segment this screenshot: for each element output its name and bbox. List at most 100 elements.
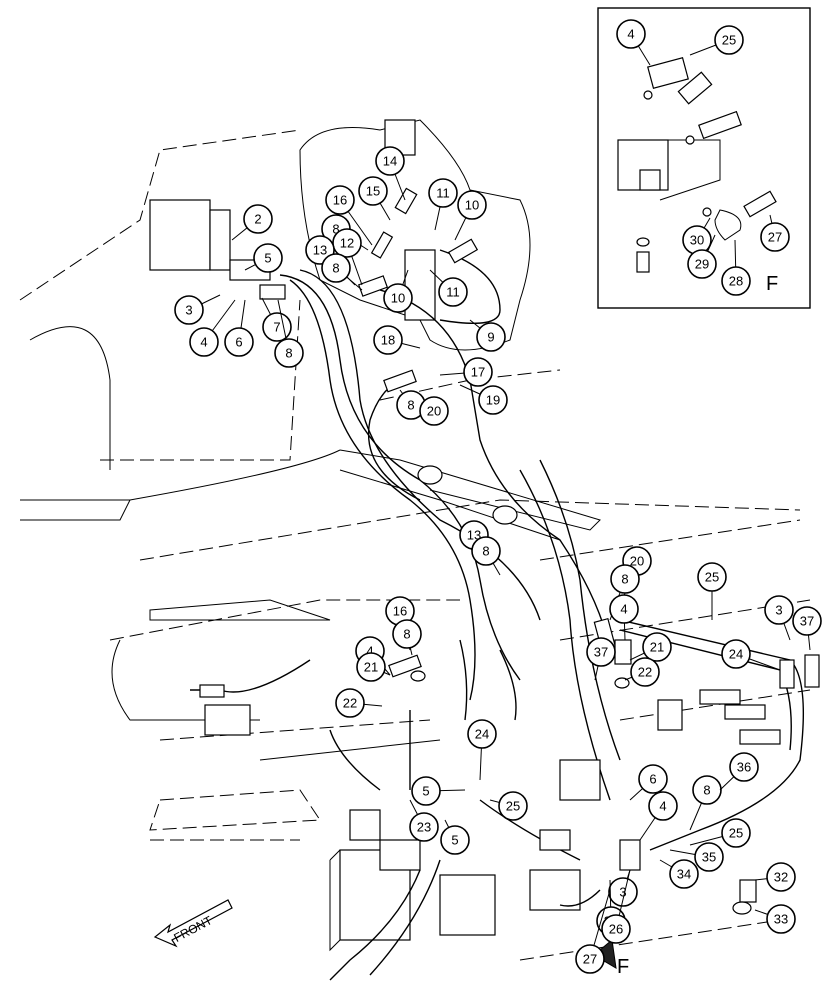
view-marker-label: F (617, 956, 629, 978)
callout-number: 25 (722, 33, 736, 48)
callout-number: 18 (381, 333, 395, 348)
callout-number: 8 (703, 783, 710, 798)
callout-19: 19 (459, 384, 508, 415)
callout-14: 14 (375, 146, 406, 201)
callout-circle (356, 652, 386, 682)
callout-24: 24 (467, 719, 497, 781)
callout-4-inset: 4 (616, 19, 651, 66)
callout-circle (648, 791, 678, 821)
callout-2: 2 (231, 204, 273, 241)
callout-number: 3 (185, 303, 192, 318)
callout-circle (610, 564, 640, 594)
callout-number: 28 (729, 274, 743, 289)
callout-number: 8 (332, 222, 339, 237)
callout-number: 16 (333, 193, 347, 208)
callout-23: 23 (409, 799, 439, 842)
callout-11: 11 (428, 178, 458, 231)
callout-4: 4 (189, 299, 236, 357)
callout-number: 4 (200, 335, 207, 350)
callout-circle (471, 536, 501, 566)
callout-circle (325, 185, 355, 215)
callout-8: 8 (689, 775, 722, 831)
callout-3: 3 (174, 294, 221, 325)
callout-number: 10 (391, 291, 405, 306)
callout-21: 21 (629, 632, 672, 662)
callout-24: 24 (721, 639, 781, 671)
callout-number: 4 (366, 644, 373, 659)
callout-circle (463, 357, 493, 387)
callout-circle (630, 657, 660, 687)
callout-circle (411, 776, 441, 806)
callout-number: 4 (659, 799, 666, 814)
callout-number: 3 (775, 603, 782, 618)
callout-16: 16 (325, 185, 373, 246)
callout-circle (262, 312, 292, 342)
callout-circle (692, 775, 722, 805)
callout-number: 25 (506, 799, 520, 814)
callout-number: 25 (705, 570, 719, 585)
callout-circle (224, 327, 254, 357)
inset-label: F (766, 273, 778, 295)
callout-8: 8 (471, 536, 501, 576)
callout-number: 4 (620, 602, 627, 617)
callout-10: 10 (383, 269, 413, 313)
callout-circle (438, 277, 468, 307)
callout-number: 16 (393, 604, 407, 619)
callout-11: 11 (429, 269, 468, 307)
callout-28-inset: 28 (721, 239, 751, 296)
callout-circle (714, 25, 744, 55)
callout-number: 5 (422, 784, 429, 799)
callout-circle (792, 606, 822, 636)
callout-circle (760, 222, 790, 252)
callout-number: 8 (403, 627, 410, 642)
callout-number: 36 (737, 760, 751, 775)
callout-number: 20 (427, 404, 441, 419)
callout-number: 35 (702, 850, 716, 865)
callout-number: 22 (638, 665, 652, 680)
callout-number: 33 (774, 912, 788, 927)
callout-circle (697, 562, 727, 592)
callout-circle (392, 619, 422, 649)
callout-35: 35 (669, 842, 724, 872)
view-marker-f: F (593, 939, 629, 978)
callout-circle (467, 719, 497, 749)
callout-7: 7 (261, 297, 292, 342)
callout-number: 2 (254, 212, 261, 227)
callout-21: 21 (356, 652, 391, 682)
callout-circle (373, 325, 403, 355)
callout-number: 24 (475, 727, 489, 742)
callout-circle (375, 146, 405, 176)
callout-circle (687, 249, 717, 279)
callout-number: 22 (343, 696, 357, 711)
callout-27-inset: 27 (760, 214, 790, 252)
callout-circle (642, 632, 672, 662)
callout-circle (498, 791, 528, 821)
callout-circle (419, 396, 449, 426)
callout-36: 36 (719, 752, 759, 791)
callout-30-inset: 30 (682, 217, 712, 255)
callout-8: 8 (396, 389, 426, 420)
callout-number: 5 (451, 833, 458, 848)
callout-number: 5 (264, 251, 271, 266)
callout-number: 20 (630, 554, 644, 569)
callout-number: 10 (465, 198, 479, 213)
callout-number: 6 (649, 772, 656, 787)
control-valve (149, 199, 286, 300)
fittings (199, 187, 820, 915)
callout-circle (609, 594, 639, 624)
callout-circle (586, 637, 616, 667)
callout-number: 15 (366, 184, 380, 199)
callout-number: 27 (583, 952, 597, 967)
callout-circle (766, 904, 796, 934)
callout-circle (601, 914, 631, 944)
callout-circle (321, 253, 351, 283)
hydraulic-hoses (190, 249, 805, 981)
callout-circle (457, 190, 487, 220)
callout-number: 32 (774, 870, 788, 885)
front-direction-arrow: FRONT (153, 899, 233, 948)
callout-number: 17 (471, 365, 485, 380)
callout-number: 8 (332, 261, 339, 276)
callout-32: 32 (754, 862, 796, 892)
frame-outlines (19, 129, 811, 961)
